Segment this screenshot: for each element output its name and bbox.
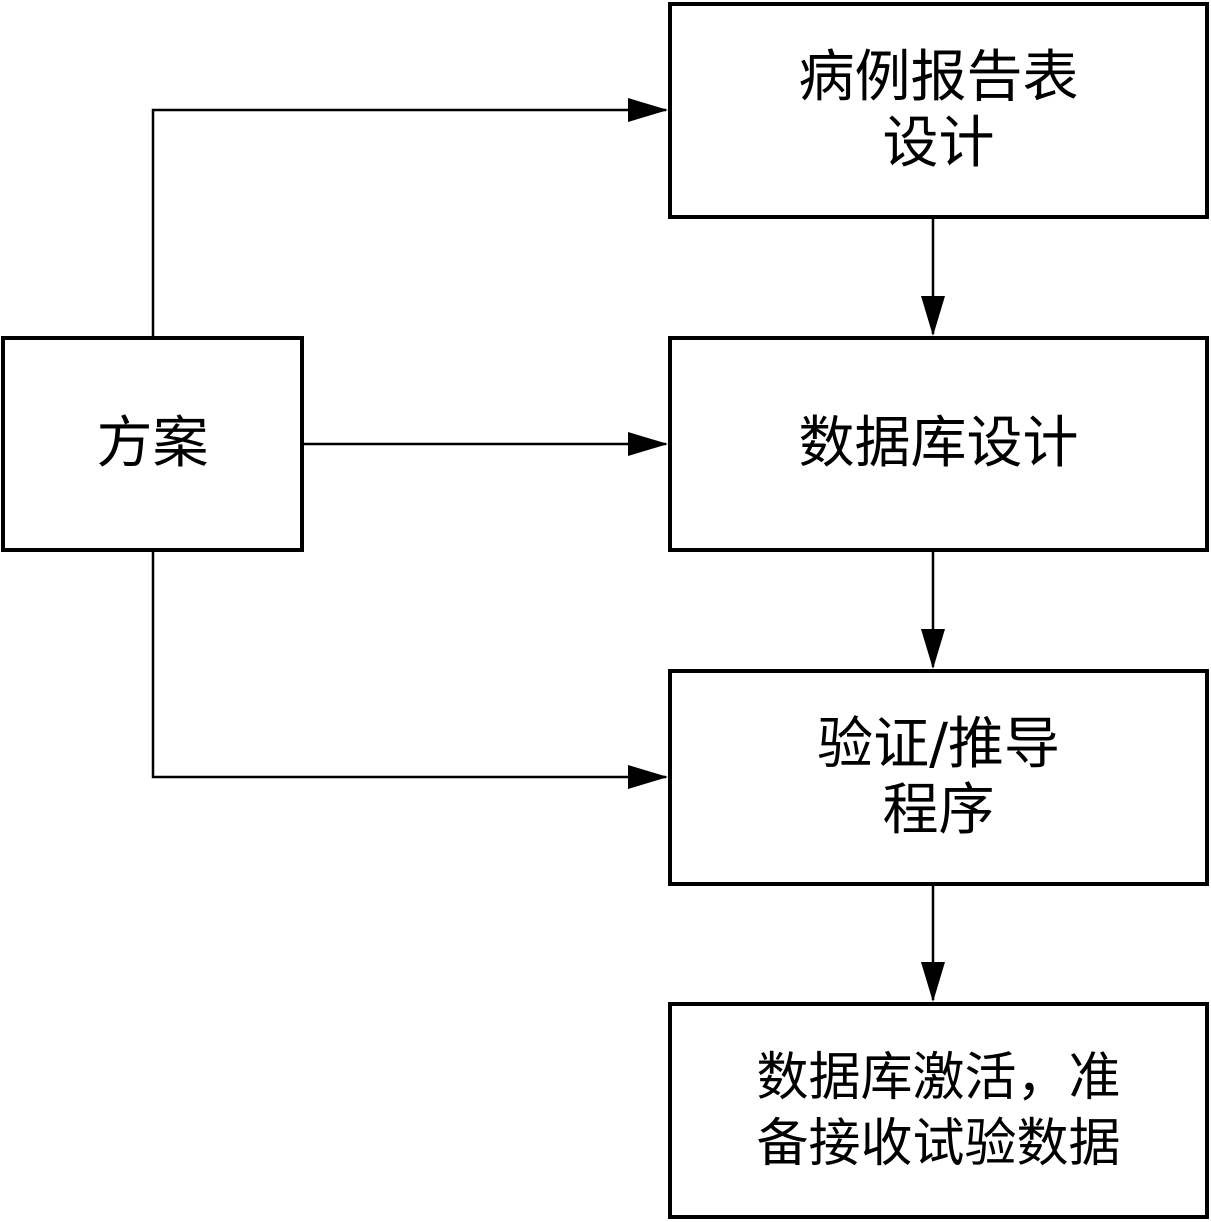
node-database-design-label: 数据库设计 [798, 411, 1079, 476]
node-database-design: 数据库设计 [668, 336, 1209, 552]
node-validation-program: 验证/推导 程序 [668, 669, 1209, 886]
node-crf-design-label-line-2: 设计 [882, 110, 995, 176]
arrow-plan-to-validation-program [151, 552, 668, 789]
node-plan: 方案 [1, 336, 304, 552]
node-crf-design-label-line-1: 病例报告表 [798, 44, 1079, 110]
node-validation-program-label-line-2: 程序 [882, 777, 995, 843]
node-database-activation-label-line-1: 数据库激活，准 [756, 1047, 1121, 1108]
node-crf-design: 病例报告表 设计 [668, 2, 1209, 219]
node-plan-label: 方案 [96, 411, 209, 476]
arrow-plan-to-crf-design [151, 98, 668, 336]
node-database-activation: 数据库激活，准 备接收试验数据 [668, 1002, 1209, 1219]
node-database-activation-label-line-2: 备接收试验数据 [756, 1113, 1121, 1174]
node-validation-program-label-line-1: 验证/推导 [817, 711, 1060, 777]
